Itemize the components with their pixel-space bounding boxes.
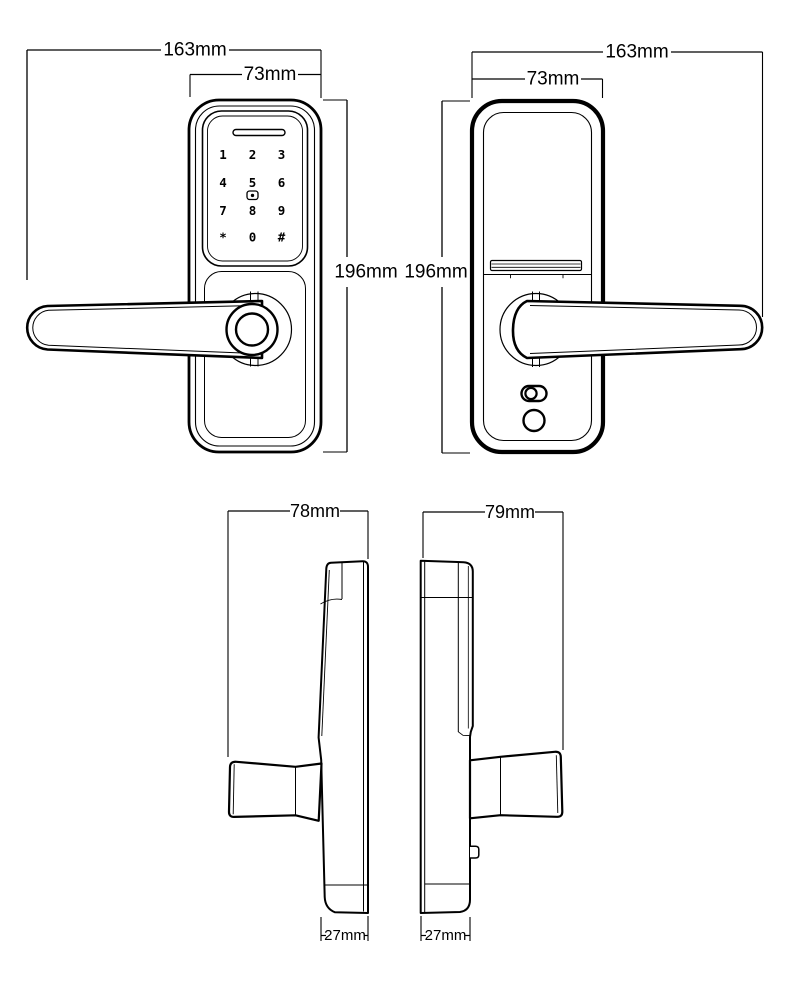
keypad-panel: 1 2 3 4 5 6 7 8 9 * 0 #	[201, 110, 309, 267]
keypad-key: 0	[249, 230, 257, 245]
keypad-key: 1	[219, 147, 227, 162]
back-lever-inner-line	[529, 305, 757, 354]
privacy-button	[522, 408, 546, 433]
keypad-key: 6	[278, 175, 286, 190]
right-depth-dimension: 79mm	[422, 502, 564, 750]
left-profile-body	[227, 560, 369, 914]
front-lever-inner-line	[32, 305, 257, 354]
front-total-width-label: 163mm	[163, 40, 226, 61]
back-total-width-dimension: 163mm	[471, 42, 764, 317]
left-depth-label: 78mm	[290, 501, 340, 521]
thumbturn	[520, 384, 548, 403]
back-lock-body	[469, 98, 764, 455]
front-handle	[25, 291, 293, 367]
right-depth-label: 79mm	[485, 502, 535, 522]
back-handle	[499, 291, 764, 367]
latch-tab	[470, 845, 480, 859]
back-body-inner-line	[482, 111, 593, 442]
keypad-key: 7	[219, 203, 227, 218]
back-body-width-dimension: 73mm	[472, 69, 604, 98]
right-handle	[468, 750, 564, 820]
right-lever-profile	[468, 750, 564, 820]
back-body-width-label: 73mm	[527, 69, 580, 90]
left-side-view: 78mm 27mm	[227, 501, 369, 944]
keypad-key: 9	[278, 203, 286, 218]
front-body-inner-line	[194, 105, 316, 447]
doorbell-icon-dot	[250, 193, 255, 198]
right-side-view: 79mm 27mm	[419, 502, 564, 944]
front-total-width-dimension: 163mm	[26, 40, 322, 280]
left-body-depth-label: 27mm	[324, 927, 366, 944]
left-body-depth-dimension: 27mm	[320, 916, 369, 944]
panel-transition-curve	[320, 598, 343, 605]
front-body-width-label: 73mm	[244, 64, 297, 85]
battery-vent-slot	[489, 259, 583, 272]
keypad-key: 3	[278, 147, 286, 162]
handle-knob-inner	[234, 312, 270, 347]
back-height-dimension: 196mm	[404, 100, 470, 454]
lever-endcap-line	[555, 755, 559, 814]
thumbturn-knob	[524, 386, 538, 401]
back-height-label: 196mm	[404, 262, 467, 283]
keypad: 1 2 3 4 5 6 7 8 9 * 0 #	[219, 147, 286, 245]
front-view: 163mm 73mm 196mm	[25, 40, 398, 454]
keypad-key: 8	[249, 203, 257, 218]
front-body-width-dimension: 73mm	[189, 64, 321, 97]
indicator-slot	[232, 128, 286, 137]
keypad-key: *	[219, 230, 227, 245]
left-handle	[227, 760, 323, 822]
back-lever	[511, 299, 764, 360]
doorbell-icon	[246, 190, 259, 201]
lever-endcap-line	[232, 764, 235, 815]
back-view: 163mm 73mm 196mm	[404, 42, 764, 455]
keypad-key: #	[278, 230, 286, 245]
left-depth-dimension: 78mm	[227, 501, 369, 757]
front-lock-body: 1 2 3 4 5 6 7 8 9 * 0 #	[25, 98, 323, 454]
front-face-inner-line	[321, 569, 330, 737]
keypad-key: 4	[219, 175, 227, 190]
right-body-depth-label: 27mm	[425, 927, 467, 944]
keypad-panel-outline	[201, 110, 309, 267]
left-lever-profile	[227, 760, 323, 822]
right-profile-body	[419, 559, 564, 914]
right-body-depth-dimension: 27mm	[420, 916, 471, 944]
front-lever	[25, 299, 264, 360]
front-height-label: 196mm	[334, 262, 397, 283]
back-body-outline	[469, 98, 606, 455]
right-profile-outline	[419, 559, 474, 914]
thumbturn-pill	[520, 384, 548, 403]
front-height-dimension: 196mm	[323, 99, 398, 453]
battery-cover	[483, 259, 592, 279]
front-body-outline	[187, 98, 323, 454]
keypad-key: 2	[249, 147, 257, 162]
keypad-panel-inner-line	[207, 115, 303, 262]
left-profile-outline	[317, 560, 369, 914]
battery-cover-bottom-step	[458, 731, 471, 737]
keypad-key: 5	[249, 175, 257, 190]
doorbell-icon-frame	[246, 190, 259, 201]
back-total-width-label: 163mm	[605, 42, 668, 63]
